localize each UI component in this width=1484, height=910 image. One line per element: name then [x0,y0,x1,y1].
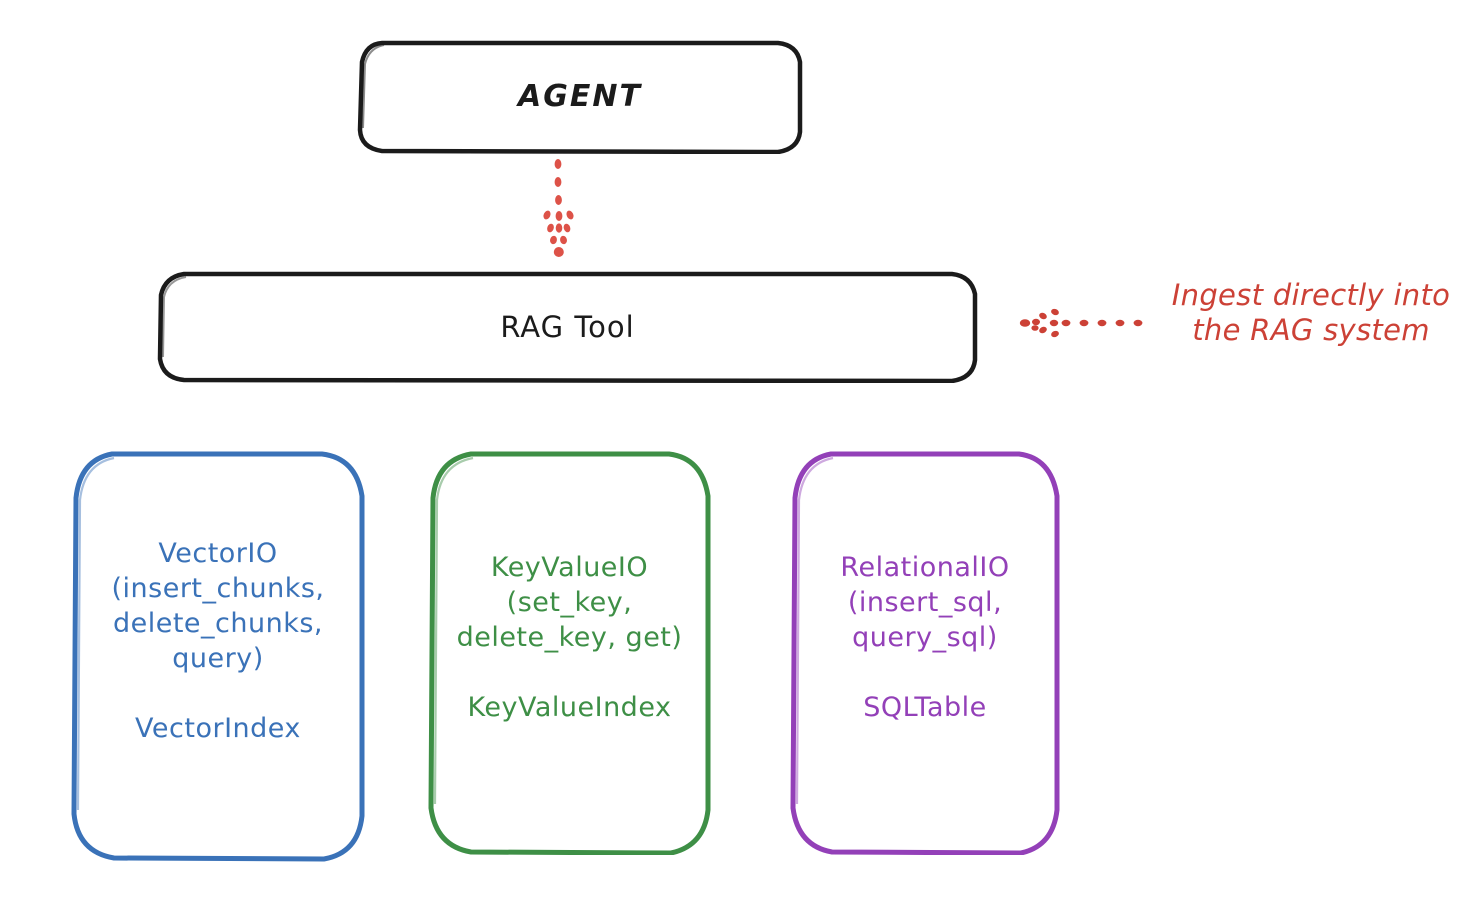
node-agent[interactable]: AGENT [356,40,804,154]
arrow-agent-to-rag-tool [543,159,574,257]
node-relational-io[interactable]: RelationalIO (insert_sql, query_sql) SQL… [789,450,1061,855]
node-vector-io[interactable]: VectorIO (insert_chunks, delete_chunks, … [70,450,366,862]
rag-tool-label: RAG Tool [500,309,635,344]
relational-io-label: RelationalIO (insert_sql, query_sql) SQL… [840,552,1010,724]
node-key-value-io[interactable]: KeyValueIO (set_key, delete_key, get) Ke… [427,450,712,855]
vector-io-label: VectorIO (insert_chunks, delete_chunks, … [111,538,325,745]
arrow-ingest-to-rag-tool [1019,308,1143,338]
annotation-ingest-directly: Ingest directly into the RAG system [1171,278,1451,348]
agent-label: AGENT [518,79,642,115]
key-value-io-label: KeyValueIO (set_key, delete_key, get) Ke… [456,552,683,724]
node-rag-tool[interactable]: RAG Tool [156,271,979,383]
